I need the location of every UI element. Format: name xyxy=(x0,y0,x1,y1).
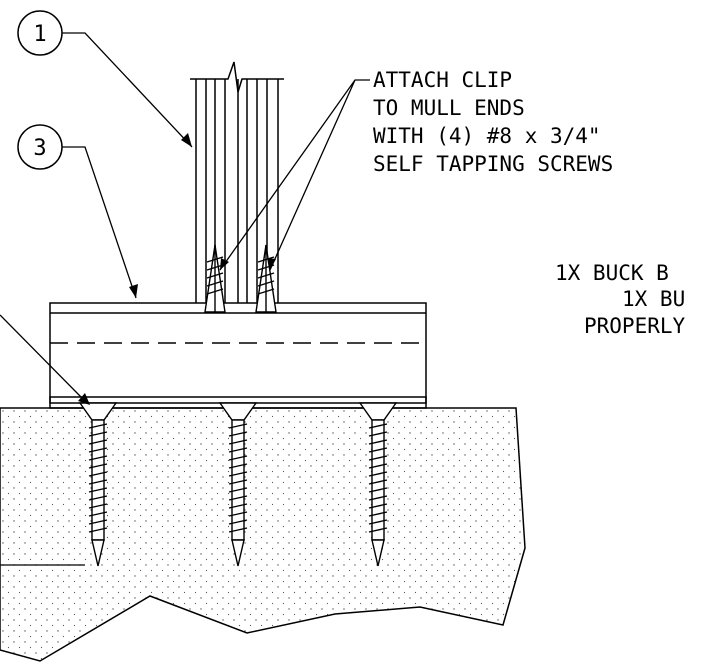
clip-screw-left xyxy=(204,244,226,313)
side-note-line-3: PROPERLY xyxy=(584,314,686,338)
mull-member xyxy=(190,61,284,305)
callout-bubble-1: 1 xyxy=(17,10,63,56)
callout-1-label: 1 xyxy=(33,22,46,47)
side-note-line-1: 1X BUCK B xyxy=(555,261,669,285)
anchor-screw-2 xyxy=(218,402,258,567)
attach-clip-note: ATTACH CLIP TO MULL ENDS WITH (4) #8 x 3… xyxy=(373,68,613,176)
callout-bubble-3: 3 xyxy=(17,124,63,170)
note-line-3: WITH (4) #8 x 3/4" xyxy=(373,124,601,148)
leader-lines xyxy=(0,32,370,566)
anchor-screws xyxy=(78,402,398,567)
mull-clip-plate xyxy=(49,302,427,409)
concrete-substrate xyxy=(0,407,526,662)
buck-side-note: 1X BUCK B 1X BU PROPERLY xyxy=(555,261,686,338)
anchor-screw-3 xyxy=(358,402,398,567)
leader-note xyxy=(219,79,370,271)
side-note-line-2: 1X BU xyxy=(622,287,685,311)
leader-callout-3 xyxy=(62,146,137,299)
leader-arrowheads xyxy=(78,133,276,405)
anchor-screw-1 xyxy=(78,402,118,567)
clip-screws-upper xyxy=(204,244,277,313)
callout-3-label: 3 xyxy=(33,136,46,161)
note-line-4: SELF TAPPING SCREWS xyxy=(373,152,613,176)
clip-screw-right xyxy=(255,244,277,313)
leader-callout-1 xyxy=(62,32,193,148)
note-line-2: TO MULL ENDS xyxy=(373,96,525,120)
leader-left xyxy=(0,314,83,399)
note-line-1: ATTACH CLIP xyxy=(373,68,512,92)
